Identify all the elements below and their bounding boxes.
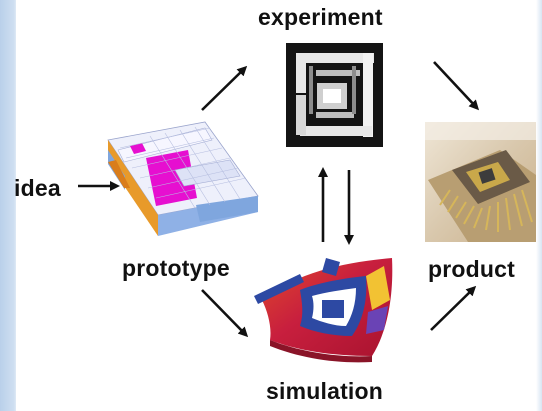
prototype-label: prototype: [122, 255, 230, 281]
product-label: product: [428, 256, 515, 282]
arrow-prototype-to-simulation: [201, 289, 249, 338]
experiment-micrograph: [286, 43, 383, 147]
experiment-label: experiment: [258, 4, 383, 30]
product-photo: [425, 122, 536, 242]
idea-label: idea: [14, 175, 61, 201]
arrow-experiment-to-product: [433, 61, 480, 111]
simulation-render: [254, 258, 393, 363]
simulation-label: simulation: [266, 378, 384, 404]
prototype-3d-model: [107, 121, 259, 236]
arrow-prototype-to-experiment: [201, 65, 248, 111]
arrow-simulation-to-product: [430, 285, 477, 331]
